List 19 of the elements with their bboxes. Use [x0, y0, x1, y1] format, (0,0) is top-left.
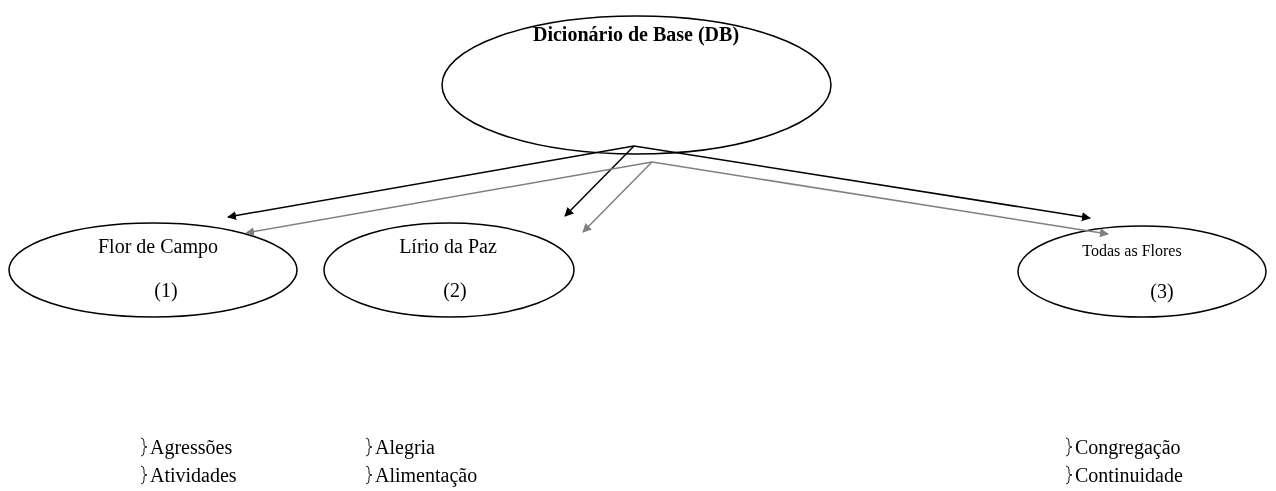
node-title: Todas as Flores — [1082, 241, 1182, 261]
node-title: Flor de Campo — [98, 234, 218, 258]
node-title: Lírio da Paz — [399, 234, 497, 258]
arrow — [564, 145, 635, 217]
category-word: Alegria — [375, 435, 435, 459]
category-word: Atividades — [150, 463, 237, 487]
arrow — [227, 145, 635, 221]
node-number: (1) — [154, 278, 178, 302]
arrow — [633, 145, 1091, 222]
arrow — [245, 161, 653, 237]
node-number: (3) — [1150, 279, 1174, 303]
category-word: Agressões — [150, 435, 233, 459]
node-number: (2) — [443, 278, 467, 302]
category-word: Congregação — [1075, 435, 1181, 459]
arrow — [582, 161, 653, 233]
category-word: Continuidade — [1075, 463, 1183, 487]
category-word: Alimentação — [375, 463, 478, 487]
node-title: Dicionário de Base (DB) — [532, 22, 740, 46]
arrow — [651, 161, 1109, 238]
